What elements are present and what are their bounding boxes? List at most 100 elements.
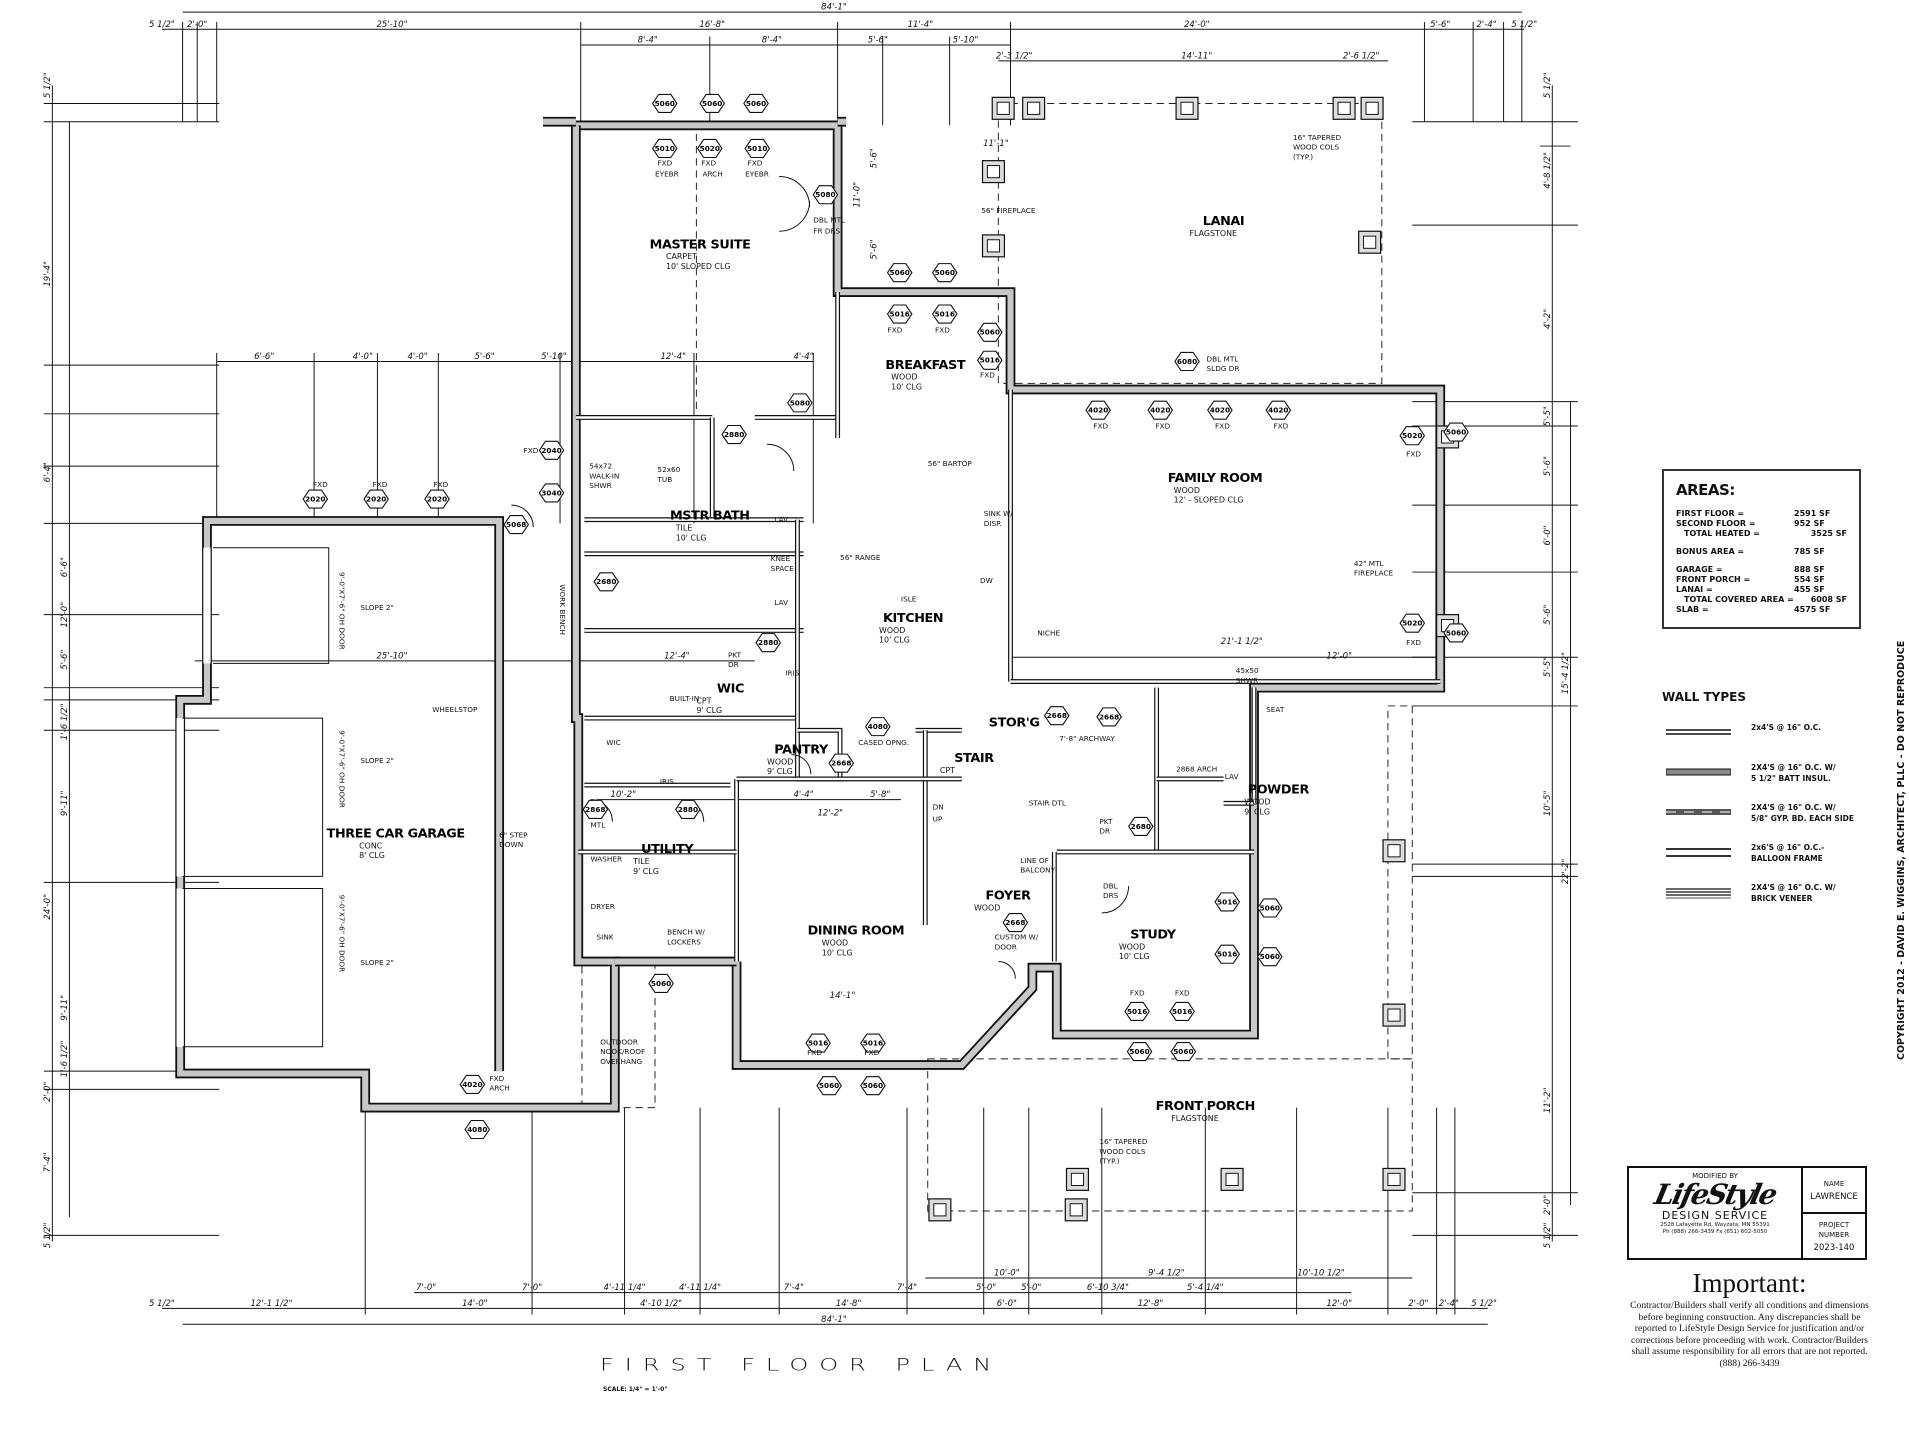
annotation-note: 7'-8" ARCHWAY	[1059, 734, 1115, 743]
walls	[175, 116, 1446, 1113]
area-value: 554 SF	[1794, 575, 1825, 584]
room-name: UTILITY	[641, 842, 694, 857]
annotation-note: WOOD COLS	[1099, 1147, 1146, 1156]
exterior-wall-fill	[575, 122, 1444, 1069]
window-door-tag: 5016	[1217, 897, 1237, 906]
dimension-text: 2'-4"	[1439, 1299, 1459, 1309]
area-row: FRONT PORCH =554 SF	[1676, 575, 1847, 585]
column-core	[933, 1203, 947, 1217]
dimension-text: 2'-0"	[1543, 1195, 1553, 1215]
dimension-text: 5'-6"	[1430, 20, 1450, 30]
window-door-tag: 5060	[746, 99, 766, 108]
window-door-tag: 5016	[1127, 1007, 1147, 1016]
room-finish: WOOD	[1119, 942, 1145, 951]
annotation-note: EYEBR	[745, 169, 769, 178]
dimension-text: 14'-1"	[830, 991, 856, 1001]
area-label: BONUS AREA =	[1676, 547, 1745, 556]
room-finish: CPT	[940, 766, 955, 775]
tag-hexagon	[582, 799, 609, 819]
window-door-tag: 2020	[366, 494, 386, 503]
wall-type-text: 5 1/2" BATT INSUL.	[1751, 774, 1831, 783]
door-swing	[779, 200, 811, 232]
dimension-text: 2'-0"	[187, 20, 207, 30]
tag-hexagon	[1124, 1001, 1150, 1021]
name-cell: NAME LAWRENCE	[1803, 1168, 1865, 1212]
annotation-note: DOOR	[995, 942, 1017, 951]
tag-hexagon	[860, 1076, 886, 1096]
dimension-text: 5 1/2"	[43, 72, 53, 98]
room-name: STOR'G	[989, 716, 1040, 731]
garage-door	[182, 888, 324, 1048]
room-name: LANAI	[1203, 214, 1245, 229]
area-row: BONUS AREA =785 SF	[1676, 547, 1847, 557]
dimension-text: 6'-6"	[254, 352, 274, 362]
annotation-note: 56" FIREPLACE	[981, 206, 1036, 215]
window-door-tag: 6080	[1177, 357, 1197, 366]
dimension-text: 4'-2"	[1543, 309, 1553, 329]
room-finish: 10' CLG	[879, 636, 910, 645]
annotation-note: DOWN	[499, 840, 523, 849]
drawing-title: FIRST FLOOR PLAN	[600, 1355, 1003, 1375]
column-core	[986, 165, 1001, 179]
dimension-text: 5 1/2"	[1471, 1299, 1497, 1309]
annotation-note: CUSTOM W/	[995, 933, 1039, 942]
annotation-note: FXD	[373, 480, 388, 489]
annotation-note: BUILT-IN	[670, 694, 700, 703]
area-row: LANAI =455 SF	[1676, 585, 1847, 595]
room-finish: 10' CLG	[822, 948, 853, 957]
dimension-text: 5 1/2"	[1511, 20, 1537, 30]
room-finish: 12' - SLOPED CLG	[1174, 496, 1244, 505]
project-label: PROJECT	[1818, 1220, 1850, 1229]
window-door-tag: 5060	[702, 99, 722, 108]
tag-hexagon	[503, 515, 530, 535]
window-door-tag: 5060	[935, 268, 955, 277]
room-name: POWDER	[1248, 783, 1310, 798]
annotation-note: 56" RANGE	[840, 553, 881, 562]
tag-hexagon	[721, 424, 747, 445]
important-notice: Important: Contractor/Builders shall ver…	[1627, 1268, 1872, 1369]
dimension-text: 5'-0"	[976, 1283, 996, 1293]
annotation-note: DBL MTL	[813, 216, 846, 225]
tag-hexagon	[1085, 400, 1111, 420]
annotation-note: EYEBR	[655, 169, 679, 178]
dimension-text: 6'-0"	[997, 1299, 1017, 1309]
annotation-note: 2868 ARCH	[1176, 765, 1217, 774]
annotation-note: LOCKERS	[667, 937, 701, 946]
area-row: FIRST FLOOR =2591 SF	[1676, 509, 1847, 519]
annotation-note: TUB	[656, 475, 672, 484]
annotation-note: 9'-0"X7'-6" OH DOOR	[338, 730, 347, 808]
window-door-tag: 5060	[1446, 428, 1466, 437]
annotation-note: 16" TAPERED	[1099, 1137, 1148, 1146]
window-door-tag: 4020	[1088, 406, 1108, 415]
window-door-tag: 2668	[831, 759, 851, 768]
wall-type-swatch	[1666, 768, 1731, 776]
tag-hexagon	[1265, 400, 1292, 420]
window-door-tag: 5080	[815, 190, 835, 199]
dimension-text: 16'-8"	[699, 20, 725, 30]
dimension-text: 11'-2"	[1543, 1087, 1553, 1113]
name-value: LAWRENCE	[1810, 1191, 1858, 1202]
dimension-text: 14'-11"	[1181, 51, 1212, 61]
annotation-note: FXD	[1093, 421, 1108, 430]
modified-by-label: MODIFIED BY	[1692, 1172, 1738, 1180]
name-label: NAME	[1823, 1179, 1845, 1188]
dimension-text: 6'-10 3/4"	[1087, 1283, 1129, 1293]
wall-type-swatch	[1666, 848, 1731, 857]
annotation-note: FR DRS	[813, 227, 840, 236]
tag-hexagon	[1443, 422, 1469, 442]
tag-hexagon	[1214, 944, 1241, 964]
wall-type-text: BRICK VENEER	[1751, 894, 1813, 903]
column-core	[1070, 1172, 1085, 1186]
dimension-text: 4'-11 1/4"	[679, 1283, 721, 1293]
window-door-tag: 2020	[427, 494, 447, 503]
dimension-text: 5'-6"	[60, 650, 70, 670]
area-value: 2591 SF	[1794, 509, 1831, 518]
room-finish: CONC	[359, 841, 383, 850]
window-door-tag: 2868	[585, 805, 605, 814]
wall-type-swatch	[1666, 729, 1731, 735]
window-door-tag: 5020	[1402, 619, 1422, 628]
annotation-note: ARCH	[702, 169, 722, 178]
dimension-text: 6'-6"	[60, 557, 70, 577]
door-swing	[791, 754, 812, 775]
room-finish: FLAGSTONE	[1189, 229, 1237, 238]
